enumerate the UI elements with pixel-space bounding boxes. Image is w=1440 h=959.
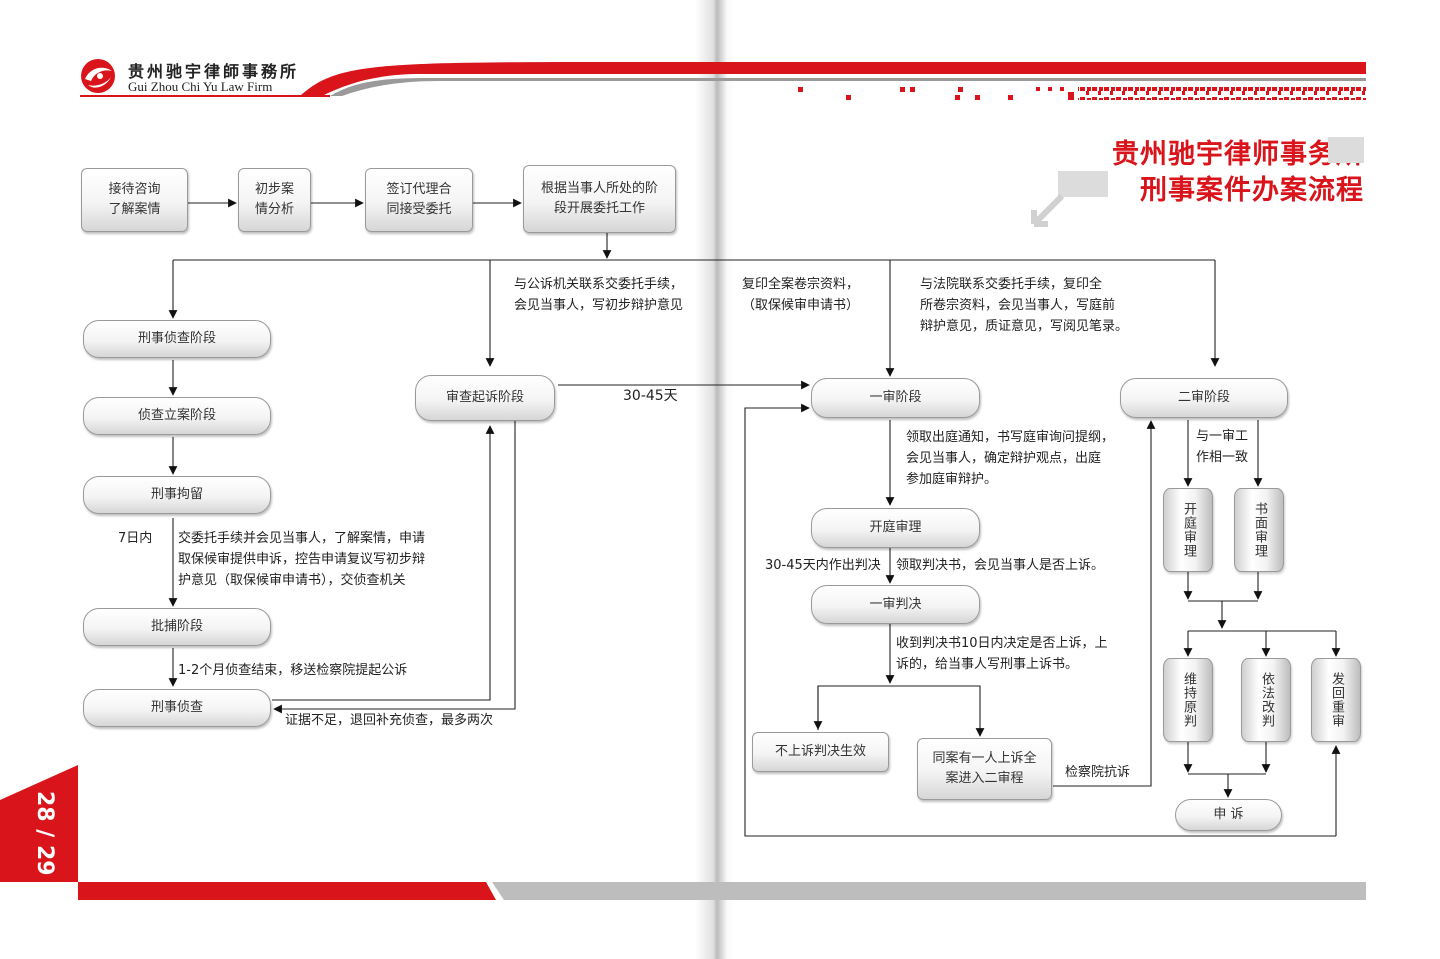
court-note: 与法院联系交委托手续，复印全 所卷宗资料，会见当事人，写庭前 辩护意见，质证意见… (920, 277, 1129, 334)
no-appeal-effective: 不上诉判决生效 (752, 732, 889, 772)
stage-investigation-end: 刑事侦查 (83, 689, 271, 727)
judgment-days-label: 30-45天内作出判决 (765, 558, 881, 573)
stage-prosecution-review: 审查起诉阶段 (415, 375, 555, 421)
firm-name-en: Gui Zhou Chi Yu Law Firm (128, 79, 273, 94)
step-initial-analysis: 初步案 情分析 (238, 168, 311, 232)
step-consultation: 接待咨询 了解案情 (81, 168, 188, 232)
result-revise: 依法改判 (1241, 658, 1291, 742)
firm-logo (78, 57, 118, 95)
title-line1: 贵州驰宇律师事务所 (1112, 139, 1364, 170)
firm-name-cn: 贵州驰宇律師事務所 (128, 62, 300, 81)
detention-days-label: 7日内 (118, 531, 153, 546)
header-band (80, 61, 1366, 100)
prosecution-days: 30-45天 (623, 388, 678, 404)
judgment-note: 领取判决书，会见当事人是否上诉。 (896, 558, 1105, 573)
stage-petition: 申 诉 (1175, 799, 1282, 831)
stage-first-judgment: 一审判决 (811, 585, 980, 624)
detention-note: 交委托手续并会见当事人，了解案情，申请 取保候审提供申诉，控告申请复议写初步辩 … (178, 531, 426, 588)
book-spine (695, 0, 735, 959)
step-stage-work: 根据当事人所处的阶 段开展委托工作 (523, 165, 676, 233)
stage-second-instance: 二审阶段 (1120, 378, 1288, 418)
stage-detention: 刑事拘留 (83, 476, 271, 514)
protest-label: 检察院抗诉 (1065, 765, 1131, 780)
stage-arrest: 批捕阶段 (83, 608, 271, 646)
appeal-second-instance: 同案有一人上诉全 案进入二审程 (917, 738, 1052, 800)
result-remand: 发回重审 (1311, 658, 1361, 742)
title-gray-block-1 (1328, 137, 1364, 163)
result-uphold: 维持原判 (1163, 658, 1213, 742)
arrow-down-left-icon (1031, 193, 1065, 227)
logo-icon (81, 59, 115, 93)
files-note: 复印全案卷宗资料， （取保候审申请书） (742, 277, 860, 313)
appeal-note: 收到判决书10日内决定是否上诉，上 诉的，给当事人写刑事上诉书。 (896, 636, 1108, 672)
same-as-first-note: 与一审工 作相一致 (1196, 429, 1249, 465)
second-written-trial: 书面审理 (1234, 488, 1284, 572)
stage-criminal-investigation: 刑事侦查阶段 (83, 320, 271, 358)
arrest-note: 1-2个月侦查结束，移送检察院提起公诉 (178, 663, 408, 678)
title-gray-block-2 (1058, 171, 1108, 197)
footer-band (0, 765, 1366, 900)
hearing-prep-note: 领取出庭通知，书写庭审询问提纲， 会见当事人，确定辩护观点，出庭 参加庭审辩护。 (906, 430, 1115, 487)
title-line2: 刑事案件办案流程 (1140, 175, 1364, 206)
stage-trial: 开庭审理 (811, 508, 980, 548)
return-note: 证据不足，退回补充侦查，最多两次 (285, 713, 494, 728)
stage-first-instance: 一审阶段 (811, 378, 980, 418)
second-open-trial: 开庭审理 (1163, 488, 1213, 572)
prosecution-note: 与公诉机关联系交委托手续， 会见当事人，写初步辩护意见 (514, 277, 684, 313)
step-sign-contract: 签订代理合 同接受委托 (365, 168, 473, 232)
stage-case-filing: 侦查立案阶段 (83, 397, 271, 435)
